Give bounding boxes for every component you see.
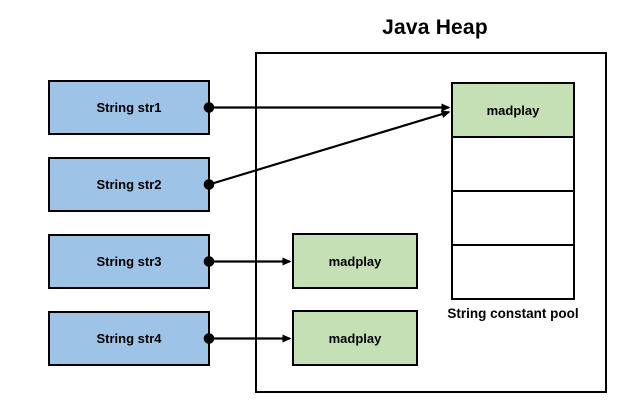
pool-cell-madplay-label: madplay: [486, 102, 540, 118]
pool-cell-empty-3: [453, 246, 573, 298]
reference-box-str1: String str1: [48, 80, 210, 135]
pool-label: String constant pool: [447, 306, 579, 321]
heap-object-madplay-1: madplay: [292, 233, 418, 289]
heap-object-madplay-1-label: madplay: [328, 253, 382, 269]
string-constant-pool: madplay: [451, 82, 575, 300]
reference-box-str4-label: String str4: [96, 331, 162, 346]
reference-box-str3-label: String str3: [96, 254, 162, 269]
heap-title: Java Heap: [382, 16, 488, 39]
reference-box-str2-label: String str2: [96, 177, 162, 192]
pool-cell-empty-1: [453, 138, 573, 192]
reference-box-str4: String str4: [48, 311, 210, 366]
heap-object-madplay-2: madplay: [292, 310, 418, 366]
pool-cell-empty-2: [453, 192, 573, 246]
reference-box-str3: String str3: [48, 234, 210, 289]
reference-box-str1-label: String str1: [96, 100, 162, 115]
reference-box-str2: String str2: [48, 157, 210, 212]
pool-cell-madplay: madplay: [453, 84, 573, 138]
heap-object-madplay-2-label: madplay: [328, 330, 382, 346]
